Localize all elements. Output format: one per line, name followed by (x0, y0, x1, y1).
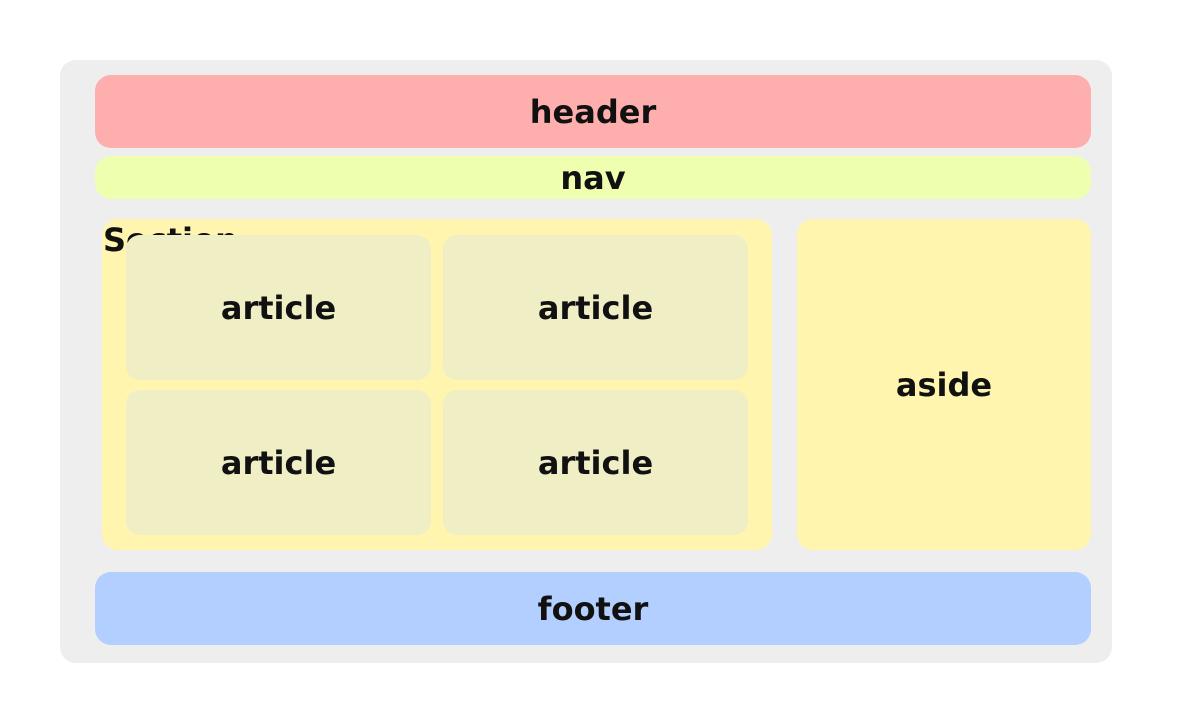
article-label: article (220, 443, 337, 482)
article-block: article (443, 390, 748, 535)
article-label: article (220, 288, 337, 327)
article-label: article (537, 288, 654, 327)
article-label: article (537, 443, 654, 482)
nav-label: nav (560, 158, 626, 197)
section-block: Section article article article article (102, 219, 772, 550)
aside-block: aside (797, 219, 1091, 550)
footer-label: footer (537, 589, 649, 628)
header-label: header (529, 92, 657, 131)
footer-block: footer (95, 572, 1091, 645)
header-block: header (95, 75, 1091, 148)
layout-diagram: header nav Section article article artic… (60, 60, 1112, 663)
article-block: article (443, 235, 748, 380)
aside-label: aside (895, 365, 993, 404)
nav-block: nav (95, 156, 1091, 199)
article-block: article (126, 390, 431, 535)
article-block: article (126, 235, 431, 380)
